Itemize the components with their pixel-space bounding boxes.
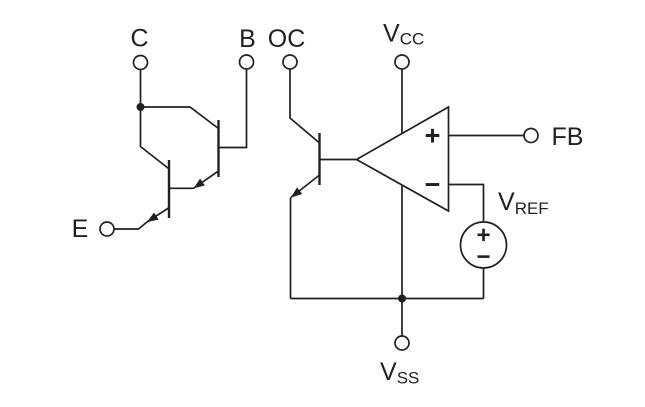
terminal-oc xyxy=(282,54,298,70)
terminal-b xyxy=(238,54,255,70)
q2-emitter-arrow xyxy=(147,212,159,222)
vcc-terminal-label: VCC xyxy=(383,20,424,49)
amplifier-triangle xyxy=(354,105,450,213)
e-terminal-label: E xyxy=(72,215,89,243)
oc-emitter-arrow xyxy=(291,187,303,198)
wire-oc-to-collector xyxy=(289,69,320,144)
wire-e-terminal xyxy=(114,221,148,230)
wire-c-to-q1-collector xyxy=(140,106,220,130)
vref-plus-sign: + xyxy=(476,222,490,249)
terminal-vss xyxy=(394,335,410,351)
vref-minus-sign: − xyxy=(476,244,490,271)
terminal-e xyxy=(99,221,115,237)
oc-terminal-label: OC xyxy=(268,25,306,53)
vss-terminal-label: VSS xyxy=(380,358,419,388)
q1-emitter-arrow xyxy=(193,178,205,189)
wire-minus-input-to-vref xyxy=(448,183,485,222)
fb-terminal-label: FB xyxy=(552,123,584,151)
terminal-c xyxy=(132,54,149,71)
amp-noninverting-sign: + xyxy=(425,121,441,151)
c-terminal-label: C xyxy=(130,25,148,53)
vref-source-label: VREF xyxy=(498,188,549,218)
wire-b-to-q1-base xyxy=(219,69,248,149)
amp-inverting-sign: − xyxy=(425,170,441,200)
junction-dot-collector-node xyxy=(136,103,145,111)
wire-c-to-q2-collector xyxy=(139,107,170,170)
vref-source-circle xyxy=(459,221,508,269)
terminal-fb xyxy=(523,127,539,144)
b-terminal-label: B xyxy=(239,25,256,53)
junction-dot-vss-node xyxy=(398,294,406,303)
terminal-vcc xyxy=(394,54,410,70)
